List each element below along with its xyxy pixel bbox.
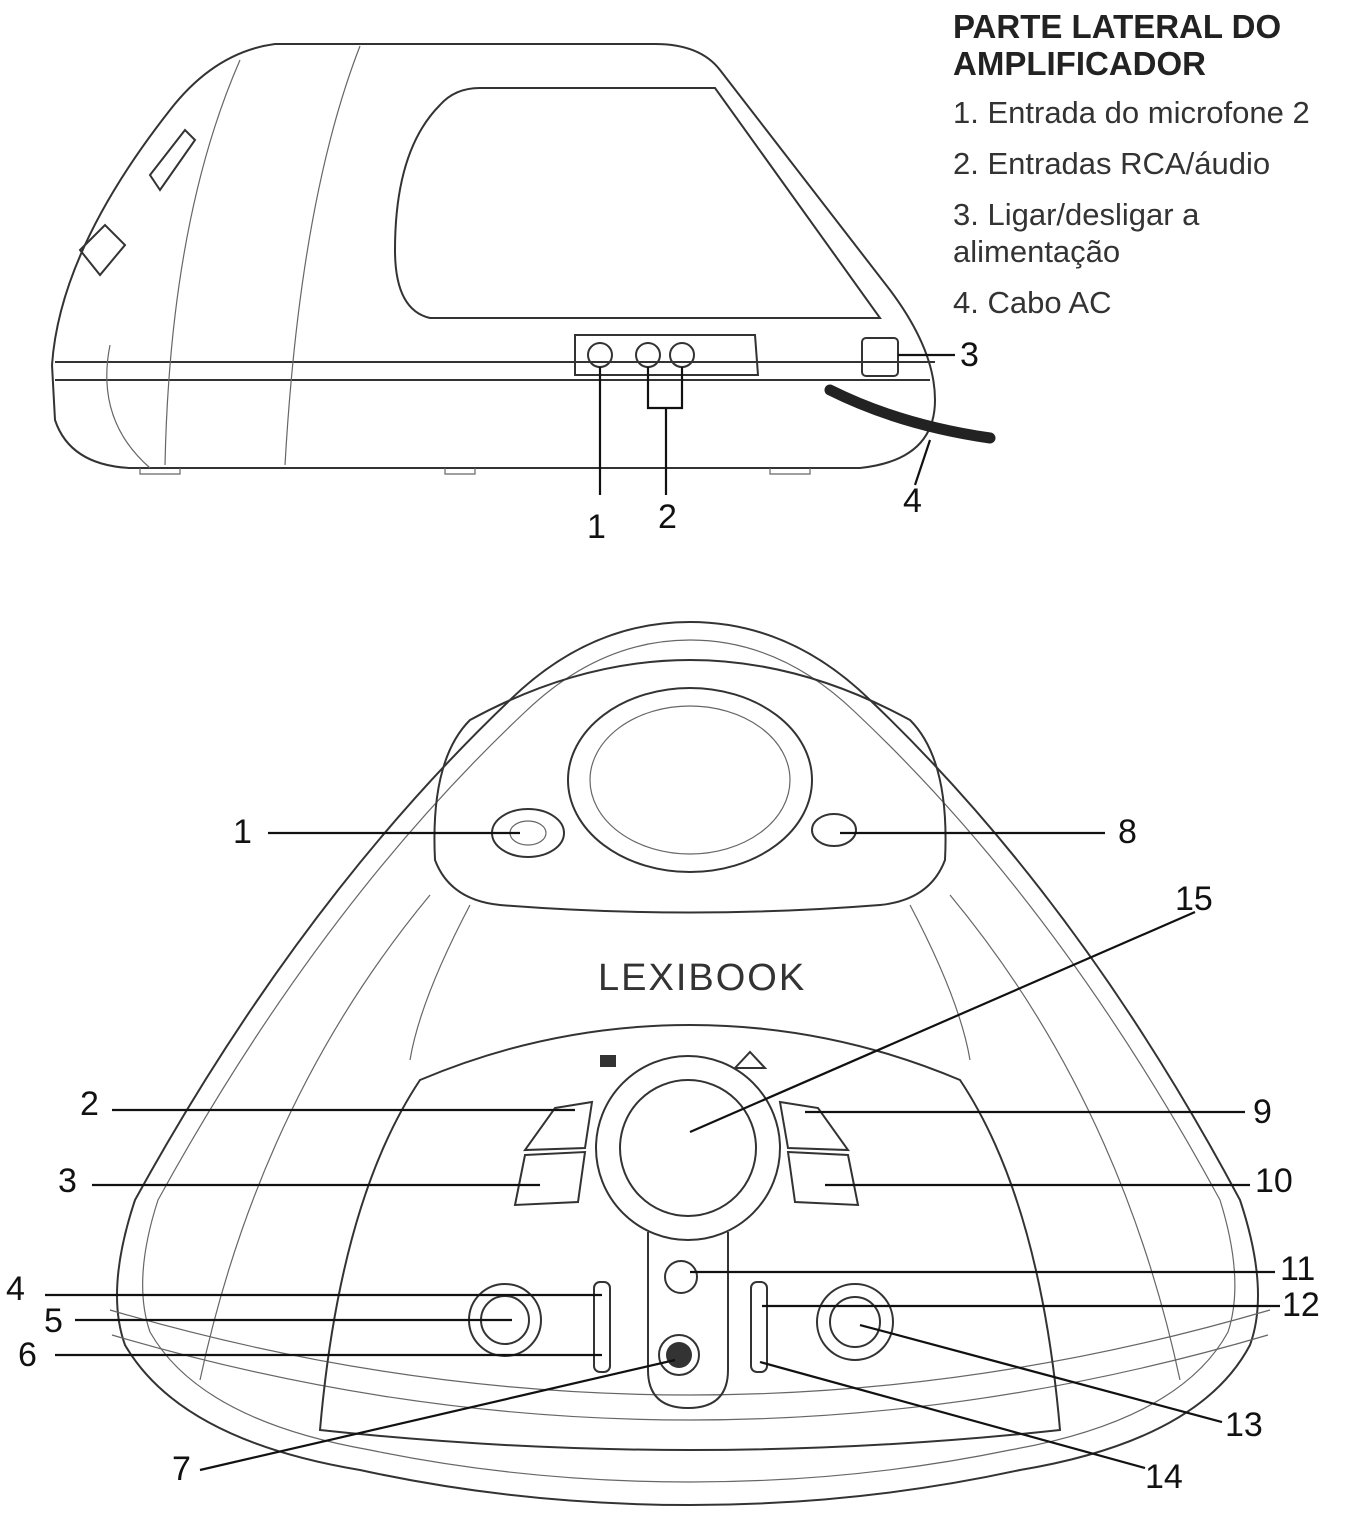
legend-item-3: 3. Ligar/desligar a alimentação: [953, 197, 1200, 269]
top-leader-7: [199, 1358, 676, 1472]
top-callout-13: 13: [1225, 1406, 1263, 1444]
top-callout-2: 2: [80, 1085, 99, 1123]
right-lower-button: [786, 1150, 860, 1207]
top-base-line-1: [109, 1309, 1271, 1396]
bass-slider: [750, 1281, 768, 1373]
side-callout-1: 1: [587, 508, 606, 546]
top-body-inner: [142, 639, 1236, 1483]
top-callout-12: 12: [1282, 1286, 1320, 1324]
side-rca-jack-right: [669, 342, 695, 368]
top-callout-9: 9: [1253, 1093, 1272, 1131]
eject-icon: [732, 1050, 768, 1069]
side-ac-cable: [824, 384, 996, 444]
side-leader-4: [913, 439, 932, 486]
side-mic-jack: [587, 342, 613, 368]
top-callout-14: 14: [1145, 1458, 1183, 1496]
legend-item-2: 2. Entradas RCA/áudio: [953, 146, 1271, 181]
top-leader-14: [759, 1360, 1146, 1470]
echo-pitch-slider: [593, 1281, 611, 1373]
top-callout-4: 4: [6, 1270, 25, 1308]
side-callout-4: 4: [903, 482, 922, 520]
side-rca-jack-left: [635, 342, 661, 368]
top-view: LEXIBOOK: [6, 620, 1320, 1507]
dial-stem: [647, 1232, 729, 1410]
legend-item-4: 4. Cabo AC: [953, 285, 1112, 320]
top-leader-13: [859, 1323, 1223, 1424]
side-leader-2: [646, 367, 684, 495]
mic2-jack-top: [829, 1296, 881, 1348]
voice-button: [658, 1334, 700, 1376]
top-facet-2: [949, 894, 1181, 1381]
side-contour-3: [106, 344, 151, 469]
top-leader-15: [689, 910, 1196, 1134]
side-knob-top: [148, 128, 197, 192]
mic2-jack-outer: [816, 1283, 894, 1361]
side-contour-1: [164, 59, 241, 466]
top-facet-3: [409, 904, 471, 1061]
top-facet-1: [199, 894, 431, 1381]
top-light-ring-inner: [589, 705, 791, 855]
top-callout-3: 3: [58, 1162, 77, 1200]
top-callout-10: 10: [1255, 1162, 1293, 1200]
top-dome-panel: [433, 658, 947, 914]
side-body-outline: [50, 43, 937, 469]
legend-item-1: 1. Entrada do microfone 2: [953, 95, 1310, 130]
top-indicator-led: [811, 813, 857, 847]
top-callout-8: 8: [1118, 813, 1137, 851]
top-callout-5: 5: [44, 1302, 63, 1340]
volume-dial: [619, 1079, 757, 1217]
brand-logo: LEXIBOOK: [598, 957, 806, 999]
side-feet: [139, 468, 811, 475]
top-facet-4: [909, 904, 971, 1061]
side-knob-bottom: [78, 223, 127, 277]
top-control-panel: [318, 1023, 1062, 1451]
top-light-ring: [567, 687, 813, 873]
top-callout-7: 7: [172, 1450, 191, 1488]
side-view: 1 2 3 4: [50, 43, 996, 546]
top-body-outline: [116, 620, 1259, 1507]
right-upper-button: [778, 1100, 850, 1152]
left-upper-button: [523, 1100, 594, 1152]
side-power-switch: [861, 337, 899, 377]
side-jack-panel: [574, 334, 760, 376]
side-window: [393, 87, 882, 319]
legend: PARTE LATERAL DO AMPLIFICADOR 1. Entrada…: [953, 8, 1365, 335]
top-callout-6: 6: [18, 1336, 37, 1374]
voice-button-center: [666, 1342, 692, 1368]
volume-dial-outer: [595, 1055, 781, 1241]
legend-title: PARTE LATERAL DO AMPLIFICADOR: [953, 8, 1282, 82]
top-callout-1: 1: [233, 813, 252, 851]
side-callout-2: 2: [658, 498, 677, 536]
left-lower-button: [513, 1150, 587, 1207]
radio-icon: [600, 1055, 616, 1067]
echo-button: [664, 1260, 698, 1294]
top-callout-11: 11: [1280, 1250, 1315, 1288]
side-callout-3: 3: [960, 336, 979, 374]
side-contour-2: [284, 45, 361, 466]
top-base-line-2: [111, 1334, 1269, 1421]
top-callout-15: 15: [1175, 880, 1213, 918]
